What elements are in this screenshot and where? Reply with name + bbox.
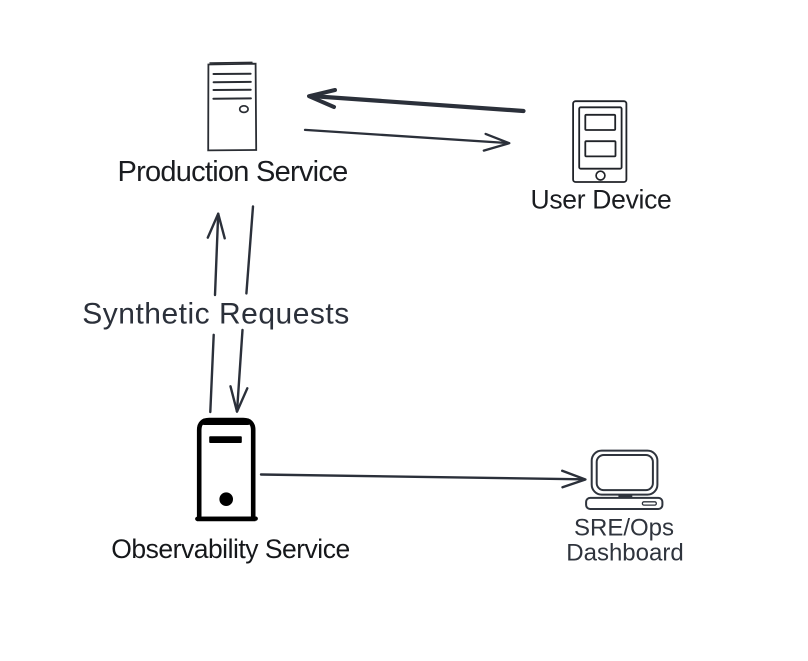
svg-text:Production Service: Production Service: [118, 156, 348, 188]
svg-text:Observability Service: Observability Service: [111, 534, 349, 564]
svg-text:Synthetic Requests: Synthetic Requests: [82, 298, 349, 331]
svg-text:Dashboard: Dashboard: [566, 540, 683, 567]
svg-text:User Device: User Device: [530, 185, 671, 215]
svg-text:SRE/Ops: SRE/Ops: [574, 515, 674, 542]
